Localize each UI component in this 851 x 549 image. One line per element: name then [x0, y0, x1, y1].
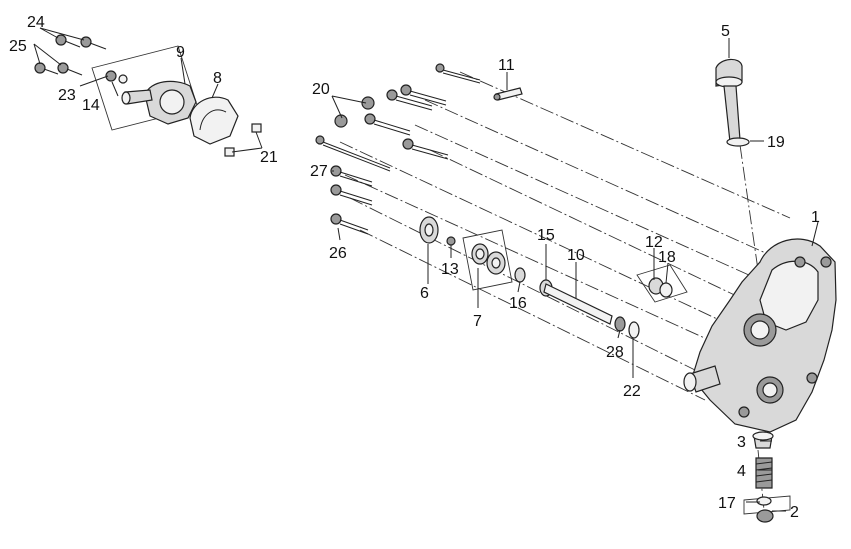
- crankcase-cover: [683, 238, 837, 433]
- pin: [493, 87, 523, 101]
- callout-19: 19: [767, 134, 785, 151]
- callout-17: 17: [718, 495, 736, 512]
- callout-20: 20: [312, 81, 330, 98]
- callout-4: 4: [737, 463, 746, 480]
- drain-group: [752, 431, 774, 523]
- callout-10: 10: [567, 247, 585, 264]
- callout-11: 11: [498, 57, 515, 74]
- callout-2: 2: [790, 504, 799, 521]
- callout-16: 16: [509, 295, 527, 312]
- callout-3: 3: [737, 434, 746, 451]
- long-bolts: [315, 63, 481, 235]
- callout-22: 22: [623, 383, 641, 400]
- callout-18: 18: [658, 249, 676, 266]
- leader-lines: [33, 27, 819, 512]
- water-pump-group: [34, 34, 262, 157]
- callout-28: 28: [606, 344, 624, 361]
- callout-8: 8: [213, 70, 222, 87]
- callout-26: 26: [329, 245, 347, 262]
- callout-24: 24: [27, 14, 45, 31]
- callout-5: 5: [721, 23, 730, 40]
- assembly-axes: [339, 71, 791, 521]
- callout-6: 6: [420, 285, 429, 302]
- callout-25: 25: [9, 38, 27, 55]
- callout-1: 1: [811, 209, 820, 226]
- callout-9: 9: [176, 44, 185, 61]
- shaft-group: [419, 216, 640, 339]
- callout-21: 21: [260, 149, 278, 166]
- callout-labels: 1 2 3 4 5 6 7 8 9 10 11 12 13 14 15 16 1…: [9, 14, 820, 521]
- callout-13: 13: [441, 261, 459, 278]
- callout-15: 15: [537, 227, 555, 244]
- callout-14: 14: [82, 97, 100, 114]
- callout-23: 23: [58, 87, 76, 104]
- seal-group: [648, 277, 673, 298]
- callout-27: 27: [310, 163, 328, 180]
- callout-12: 12: [645, 234, 663, 251]
- dipstick: [715, 58, 750, 147]
- callout-7: 7: [473, 313, 482, 330]
